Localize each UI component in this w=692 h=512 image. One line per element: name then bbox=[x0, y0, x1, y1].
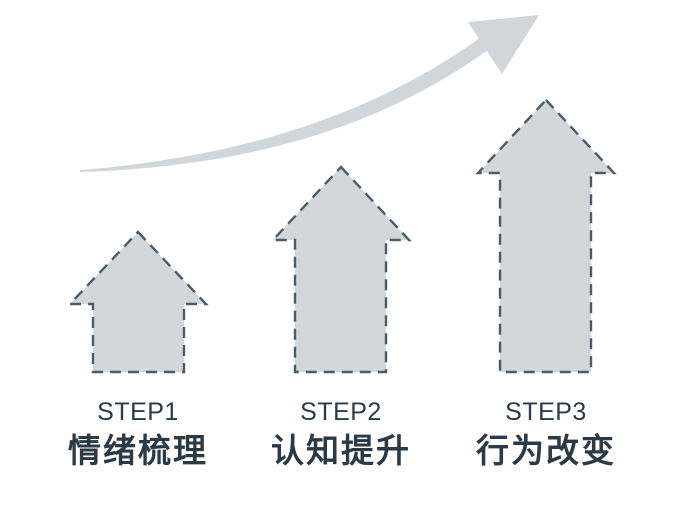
step-label: STEP2 bbox=[300, 398, 382, 426]
step-label: STEP1 bbox=[97, 398, 179, 426]
step1-up-arrow-icon bbox=[67, 230, 209, 374]
step-item-3: STEP3 行为改变 bbox=[436, 398, 656, 470]
step-title: 情绪梳理 bbox=[68, 432, 208, 469]
step-item-2: STEP2 认知提升 bbox=[231, 398, 451, 470]
step3-up-arrow-icon bbox=[475, 98, 617, 374]
growth-curve-arrowhead bbox=[468, 15, 539, 74]
step-title: 行为改变 bbox=[476, 432, 616, 469]
step-label: STEP3 bbox=[505, 398, 587, 426]
step-title: 认知提升 bbox=[271, 432, 411, 469]
growth-curve-shaft bbox=[80, 38, 488, 172]
growth-curve-arrow-icon bbox=[80, 15, 539, 172]
step-item-1: STEP1 情绪梳理 bbox=[28, 398, 248, 470]
step2-up-arrow-icon bbox=[270, 165, 412, 374]
